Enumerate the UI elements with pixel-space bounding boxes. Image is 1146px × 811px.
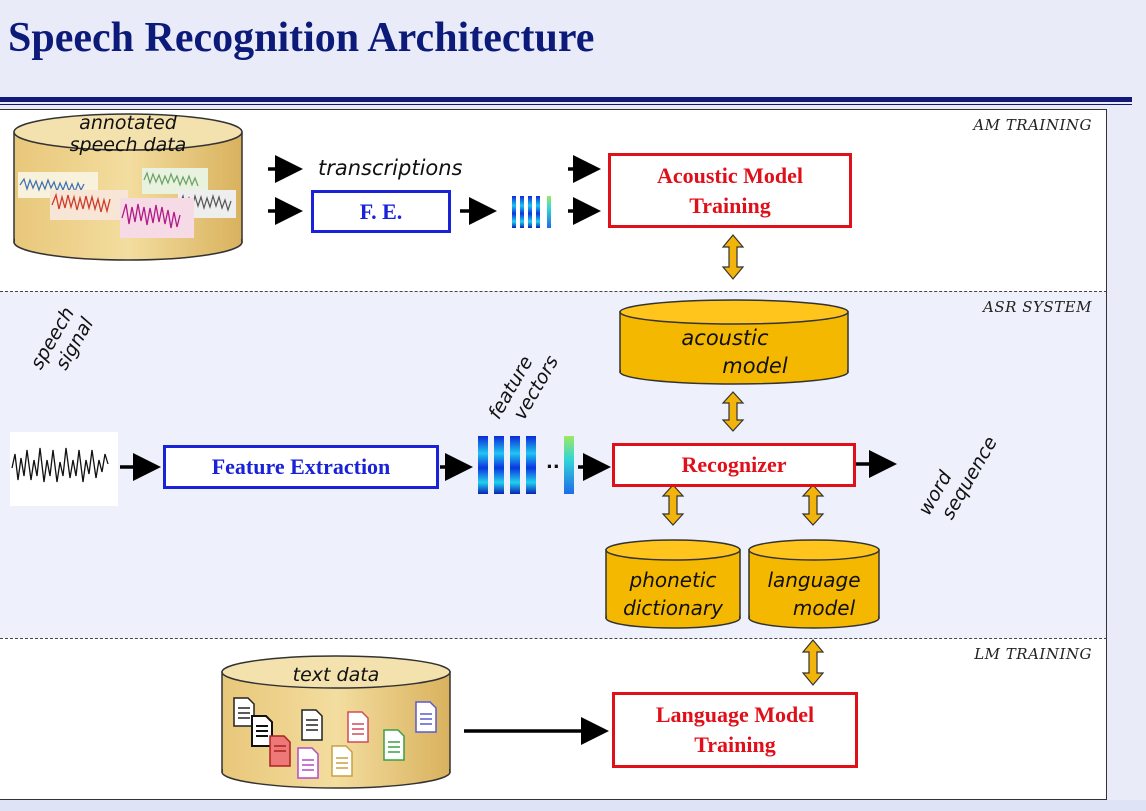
small-feature-vectors-icon — [512, 196, 551, 228]
title-bar: Speech Recognition Architecture — [0, 0, 1146, 96]
footer-strip — [0, 800, 1146, 811]
title-rule — [0, 97, 1132, 102]
language-model-cylinder — [748, 539, 880, 629]
acoustic-model-training-box: Acoustic Model Training — [608, 153, 852, 228]
double-arrow-recognizer-to-phonetic — [661, 484, 685, 526]
recognizer-box: Recognizer — [612, 443, 856, 487]
double-arrow-acoustic-to-recognizer — [721, 391, 745, 432]
lm-training-label: LM TRAINING — [974, 645, 1092, 663]
feature-extraction-box: Feature Extraction — [163, 445, 439, 489]
feature-vectors-icon — [478, 436, 574, 494]
fe-box: F. E. — [311, 190, 451, 233]
asr-system-label: ASR SYSTEM — [983, 298, 1092, 316]
am-training-label: AM TRAINING — [973, 116, 1092, 134]
double-arrow-recognizer-to-language — [801, 484, 825, 526]
title-rule-thin — [0, 104, 1132, 105]
acoustic-model-cylinder — [619, 299, 849, 385]
double-arrow-am-to-acoustic — [721, 234, 745, 280]
phonetic-dictionary-label: phonetic dictionary — [623, 568, 723, 620]
text-data-label: text data — [292, 664, 380, 686]
annotated-speech-data-cylinder — [13, 113, 243, 261]
double-arrow-language-to-lm-training — [801, 639, 825, 686]
acoustic-model-label: acoustic model — [681, 326, 788, 378]
feature-vectors-dots: .. — [546, 452, 560, 473]
lm-training-panel: LM TRAINING — [0, 638, 1107, 800]
document-icons — [233, 697, 437, 779]
page-title: Speech Recognition Architecture — [8, 15, 595, 61]
annotated-speech-data-label: annotated speech data — [69, 112, 187, 156]
language-model-label: language model — [767, 568, 861, 620]
phonetic-dictionary-cylinder — [605, 539, 741, 629]
language-model-training-box: Language Model Training — [612, 692, 858, 768]
transcriptions-label: transcriptions — [318, 156, 463, 180]
speech-signal-waveform — [10, 432, 118, 506]
